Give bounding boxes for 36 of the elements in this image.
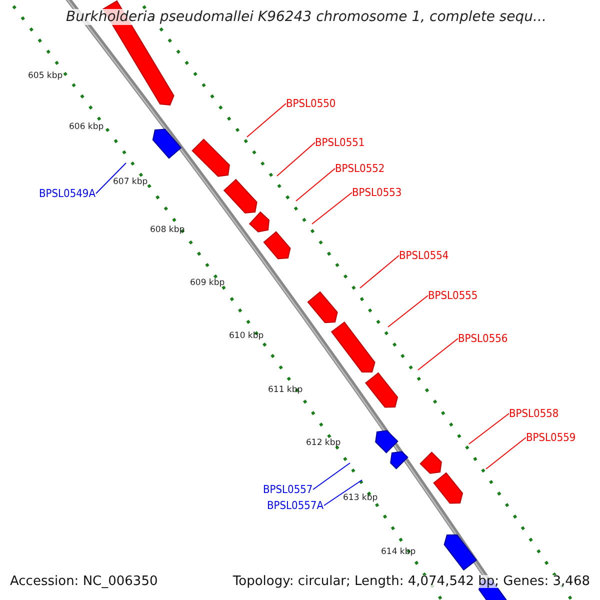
genome-summary-text: Topology: circular; Length: 4,074,542 bp; Genes: 3,468 — [232, 575, 590, 588]
gene-label: BPSL0554 — [399, 250, 449, 261]
tick-label: 610 kbp — [229, 332, 264, 340]
gene-label: BPSL0558 — [509, 408, 559, 419]
gene-label: BPSL0556 — [458, 333, 508, 344]
tick-label: 608 kbp — [150, 226, 185, 234]
tick-label: 612 kbp — [306, 439, 341, 448]
leader-line — [418, 338, 458, 370]
gene-label: BPSL0555 — [428, 290, 478, 301]
gene-label: BPSL0550 — [286, 98, 336, 109]
gene-label: BPSL0551 — [315, 137, 365, 148]
gene-label: BPSL0559 — [526, 432, 576, 443]
leader-line — [324, 480, 362, 506]
gene-label: BPSL0557 — [263, 484, 313, 495]
leader-line — [296, 168, 336, 202]
tick-label: 607 kbp — [113, 178, 148, 186]
tick-label: 606 kbp — [69, 123, 104, 132]
tick-label: 611 kbp — [268, 386, 303, 394]
leader-line — [468, 413, 510, 444]
tick-label: 609 kbp — [190, 279, 225, 288]
tick-label: 613 kbp — [343, 494, 378, 502]
gene-label: BPSL0552 — [335, 163, 385, 174]
tick-label: 605 kbp — [28, 72, 63, 80]
leader-line — [486, 437, 526, 470]
leader-line — [312, 192, 352, 224]
leader-line — [246, 103, 286, 138]
gene-label: BPSL0549A — [39, 188, 96, 199]
tick-label: 614 kbp — [381, 548, 416, 556]
accession-text: Accession: NC_006350 — [10, 575, 158, 588]
leader-line — [312, 462, 350, 490]
leader-line — [388, 295, 428, 328]
leader-line — [96, 162, 126, 194]
gene-label: BPSL0553 — [352, 187, 402, 198]
leader-line — [360, 255, 400, 288]
leader-line — [276, 142, 316, 176]
gene-label: BPSL0557A — [267, 500, 324, 511]
